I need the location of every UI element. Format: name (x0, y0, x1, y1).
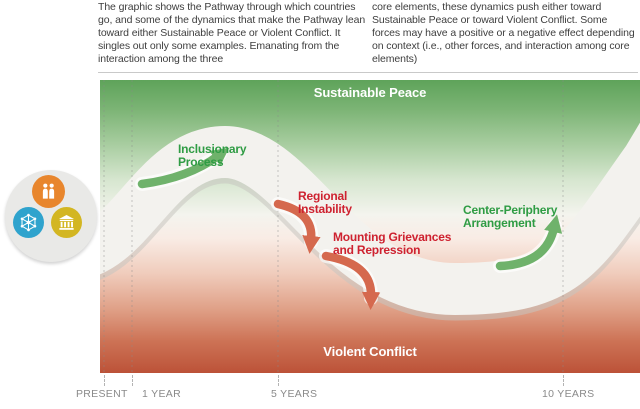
intro-paragraph-left: The graphic shows the Pathway through wh… (98, 1, 366, 65)
pathway-label-mounting-grievances: Mounting Grievances and Repression (333, 231, 451, 257)
timeline-tick-mark (132, 375, 133, 386)
network-icon-glyph (20, 213, 37, 232)
label-line: Center-Periphery (463, 203, 558, 217)
pathway-band (100, 122, 640, 316)
pathway-wave-svg (100, 80, 640, 373)
core-elements-badge (5, 170, 97, 262)
timeline-tick-mark (104, 375, 105, 386)
network-icon (13, 207, 44, 238)
timeline-label-10-years: 10 YEARS (542, 388, 595, 400)
pathway-label-center-periphery: Center-Periphery Arrangement (463, 204, 557, 230)
timeline-tick-mark (278, 375, 279, 386)
label-line: Arrangement (463, 216, 536, 230)
down-arrow-regional-instability-icon (273, 199, 321, 254)
dashed-guides (103, 80, 564, 373)
pathway-label-regional-instability: Regional Instability (298, 190, 352, 216)
intro-paragraph-right: core elements, these dynamics push eithe… (372, 1, 635, 65)
up-arrow-center-periphery-icon (495, 214, 563, 271)
timeline-label-present: PRESENT (76, 388, 128, 400)
label-line: and Repression (333, 243, 421, 257)
institution-icon-glyph (58, 214, 75, 230)
label-line: Process (178, 155, 224, 169)
zone-label-sustainable-peace: Sustainable Peace (313, 85, 427, 100)
label-line: Inclusionary (178, 142, 247, 156)
down-arrow-mounting-grievances-icon (321, 251, 381, 310)
people-icon (32, 175, 65, 208)
label-line: Instability (298, 202, 352, 216)
zone-label-violent-conflict: Violent Conflict (323, 344, 417, 359)
timeline-tick-mark (563, 375, 564, 386)
timeline-label-1-year: 1 YEAR (142, 388, 181, 400)
institution-icon (51, 207, 82, 238)
people-icon-glyph (42, 183, 55, 199)
up-arrow-inclusionary-process-icon (137, 147, 230, 189)
label-line: Regional (298, 189, 348, 203)
divider-line (98, 72, 638, 73)
label-line: Mounting Grievances (333, 230, 452, 244)
timeline-label-5-years: 5 YEARS (271, 388, 318, 400)
pathway-diagram: Sustainable Peace Violent Conflict Inclu… (100, 80, 640, 373)
pathway-label-inclusionary-process: Inclusionary Process (178, 143, 246, 169)
